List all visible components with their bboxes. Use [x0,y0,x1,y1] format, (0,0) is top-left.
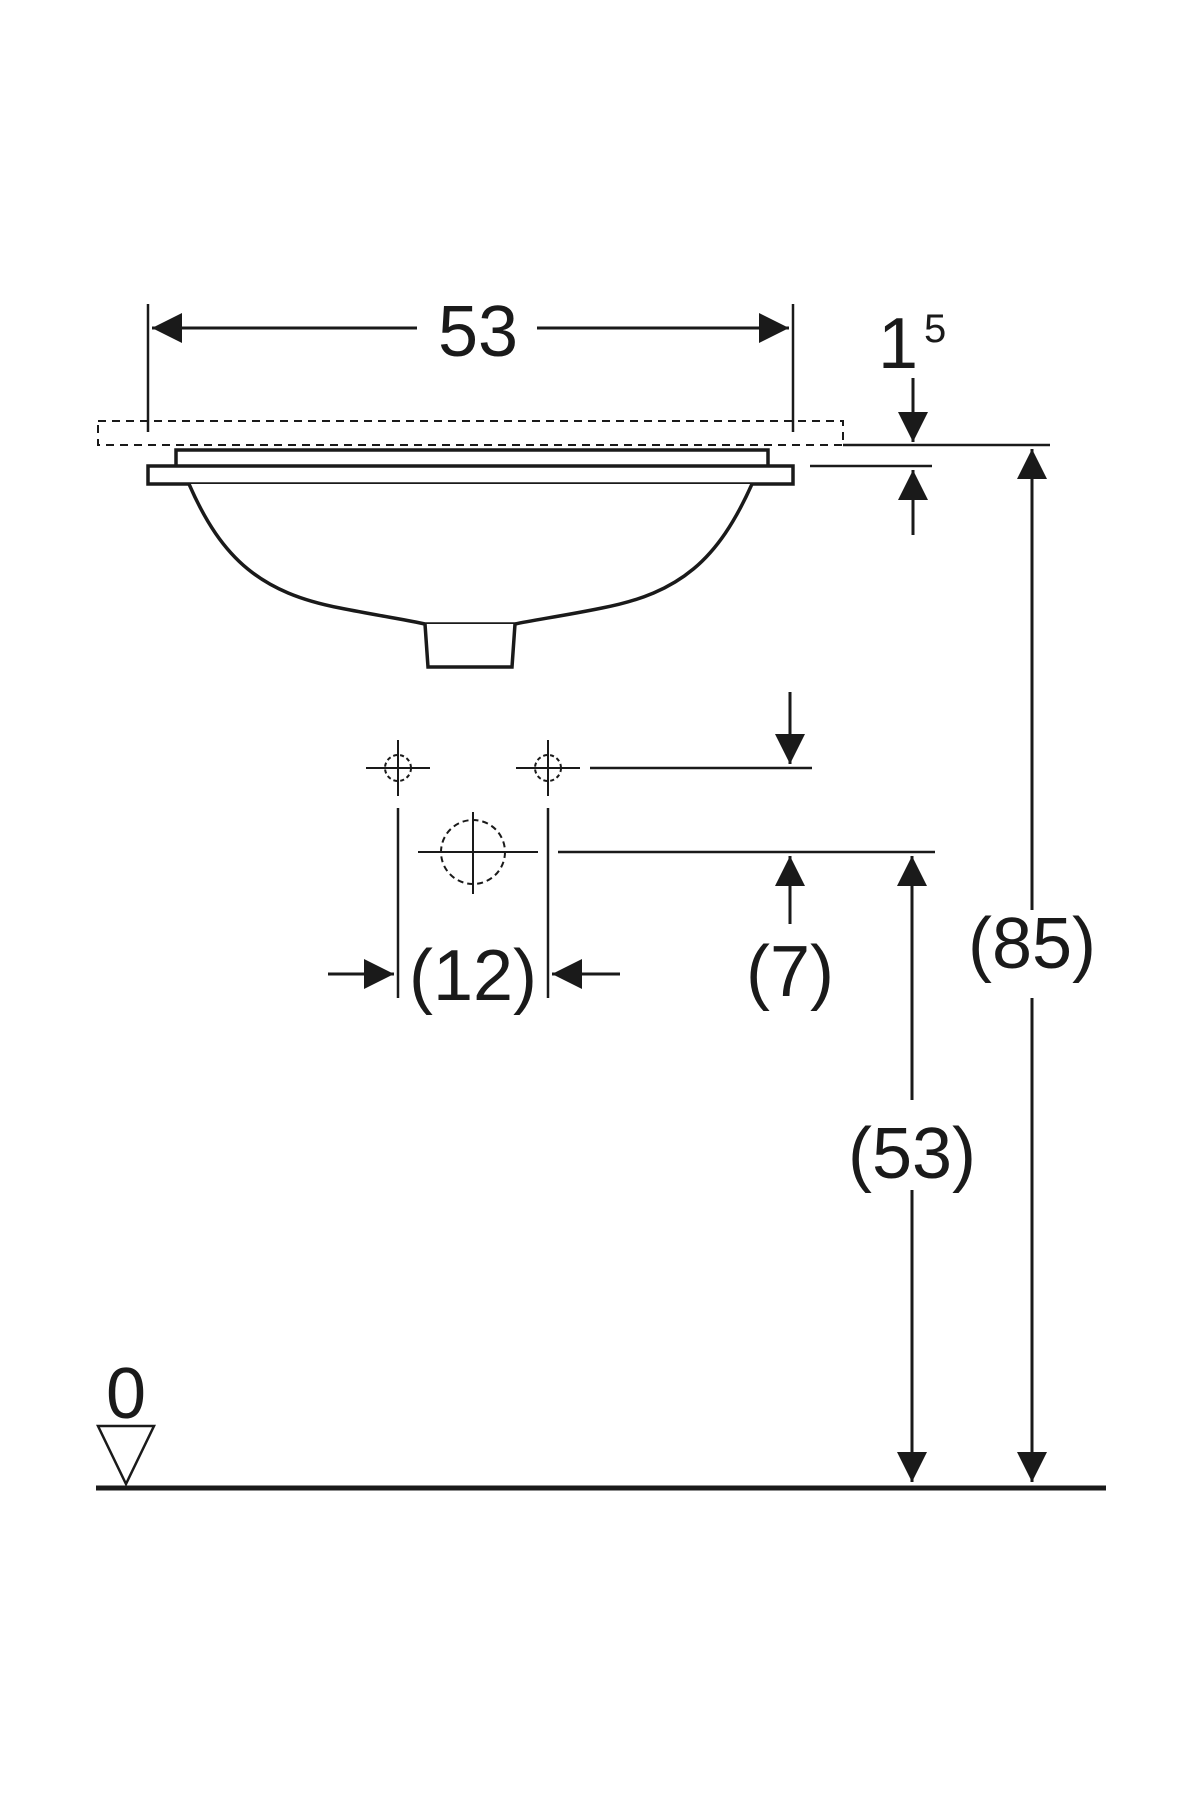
floor-level-label: 0 [106,1354,146,1434]
overlap-label-base: 1 [878,304,918,384]
right-tap-hole [516,740,580,796]
width-label: 53 [438,292,518,372]
basin-upper-rim [174,448,770,466]
basin-bowl [187,483,754,626]
drain-height-label: (53) [848,1114,976,1194]
floor-level-icon [96,1424,156,1487]
overlap-dimension [810,378,1050,535]
basin-flange [146,464,795,486]
waste-hole [418,812,538,894]
countertop-outline [97,420,844,446]
basin [146,448,795,669]
tap-spacing-dimension [328,808,620,998]
overlap-label-sup: 5 [924,307,946,351]
width-dimension [146,304,795,432]
basin-drain [423,623,517,669]
tap-offset-dimension [558,692,935,924]
rim-height-label: (85) [968,904,1096,984]
tap-offset-label: (7) [746,932,834,1012]
left-tap-hole [366,740,430,796]
tap-spacing-label: (12) [409,936,537,1016]
